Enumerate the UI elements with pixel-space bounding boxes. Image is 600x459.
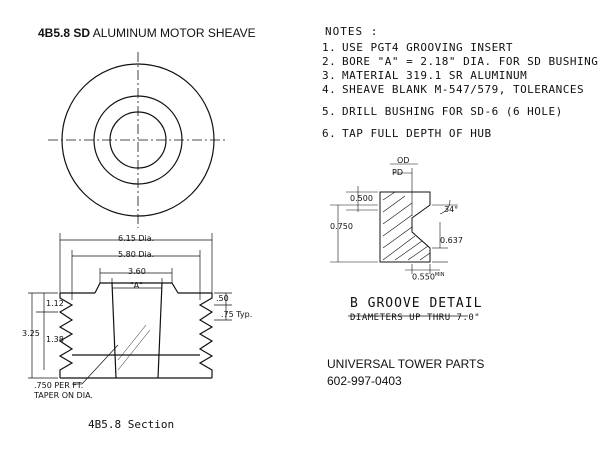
part-name: ALUMINUM MOTOR SHEAVE bbox=[92, 26, 256, 40]
groove-d4: 0.550MIN bbox=[412, 272, 445, 282]
groove-detail bbox=[330, 163, 468, 317]
groove-d1: 0.500 bbox=[350, 194, 373, 203]
groove-angle: 34° bbox=[444, 205, 459, 214]
top-dim: .50 bbox=[216, 294, 229, 303]
bore-dim: "A" bbox=[130, 281, 143, 290]
company-phone: 602-997-0403 bbox=[327, 374, 402, 388]
drawing-title: 4B5.8 SD ALUMINUM MOTOR SHEAVE bbox=[38, 26, 256, 40]
hub-dim: 3.60 bbox=[128, 267, 146, 276]
part-code: 4B5.8 SD bbox=[38, 26, 91, 40]
company-name: UNIVERSAL TOWER PARTS bbox=[327, 357, 485, 371]
note-1: 1.USE PGT4 GROOVING INSERT bbox=[322, 41, 513, 54]
notes-heading: NOTES : bbox=[325, 25, 379, 38]
note-3: 3.MATERIAL 319.1 SR ALUMINUM bbox=[322, 69, 528, 82]
groove-od: OD bbox=[397, 156, 410, 165]
groove-d3: 0.637 bbox=[440, 236, 463, 245]
groove-d2: 0.750 bbox=[330, 222, 353, 231]
od-dim: 6.15 Dia. bbox=[118, 234, 155, 243]
note-5: 5.DRILL BUSHING FOR SD-6 (6 HOLE) bbox=[322, 105, 563, 118]
pitch-dim: .75 Typ. bbox=[221, 310, 253, 319]
note-2: 2.BORE "A" = 2.18" DIA. FOR SD BUSHING bbox=[322, 55, 599, 68]
section-view bbox=[58, 282, 214, 379]
note-4: 4.SHEAVE BLANK M-547/579, TOLERANCES bbox=[322, 83, 585, 96]
pd-dim: 5.80 Dia. bbox=[118, 250, 155, 259]
total-height-dim: 3.25 bbox=[22, 329, 40, 338]
taper-label-2: TAPER ON DIA. bbox=[34, 391, 93, 400]
taper-label: .750 PER FT. bbox=[34, 381, 84, 390]
h1-dim: 1.12 bbox=[46, 299, 64, 308]
h2-dim: 1.38 bbox=[46, 335, 64, 344]
groove-subtitle: DIAMETERS UP THRU 7.0" bbox=[350, 313, 481, 323]
groove-pd: PD bbox=[392, 168, 403, 177]
groove-title: B GROOVE DETAIL bbox=[350, 296, 483, 311]
section-caption: 4B5.8 Section bbox=[88, 418, 175, 431]
note-6: 6.TAP FULL DEPTH OF HUB bbox=[322, 127, 492, 140]
